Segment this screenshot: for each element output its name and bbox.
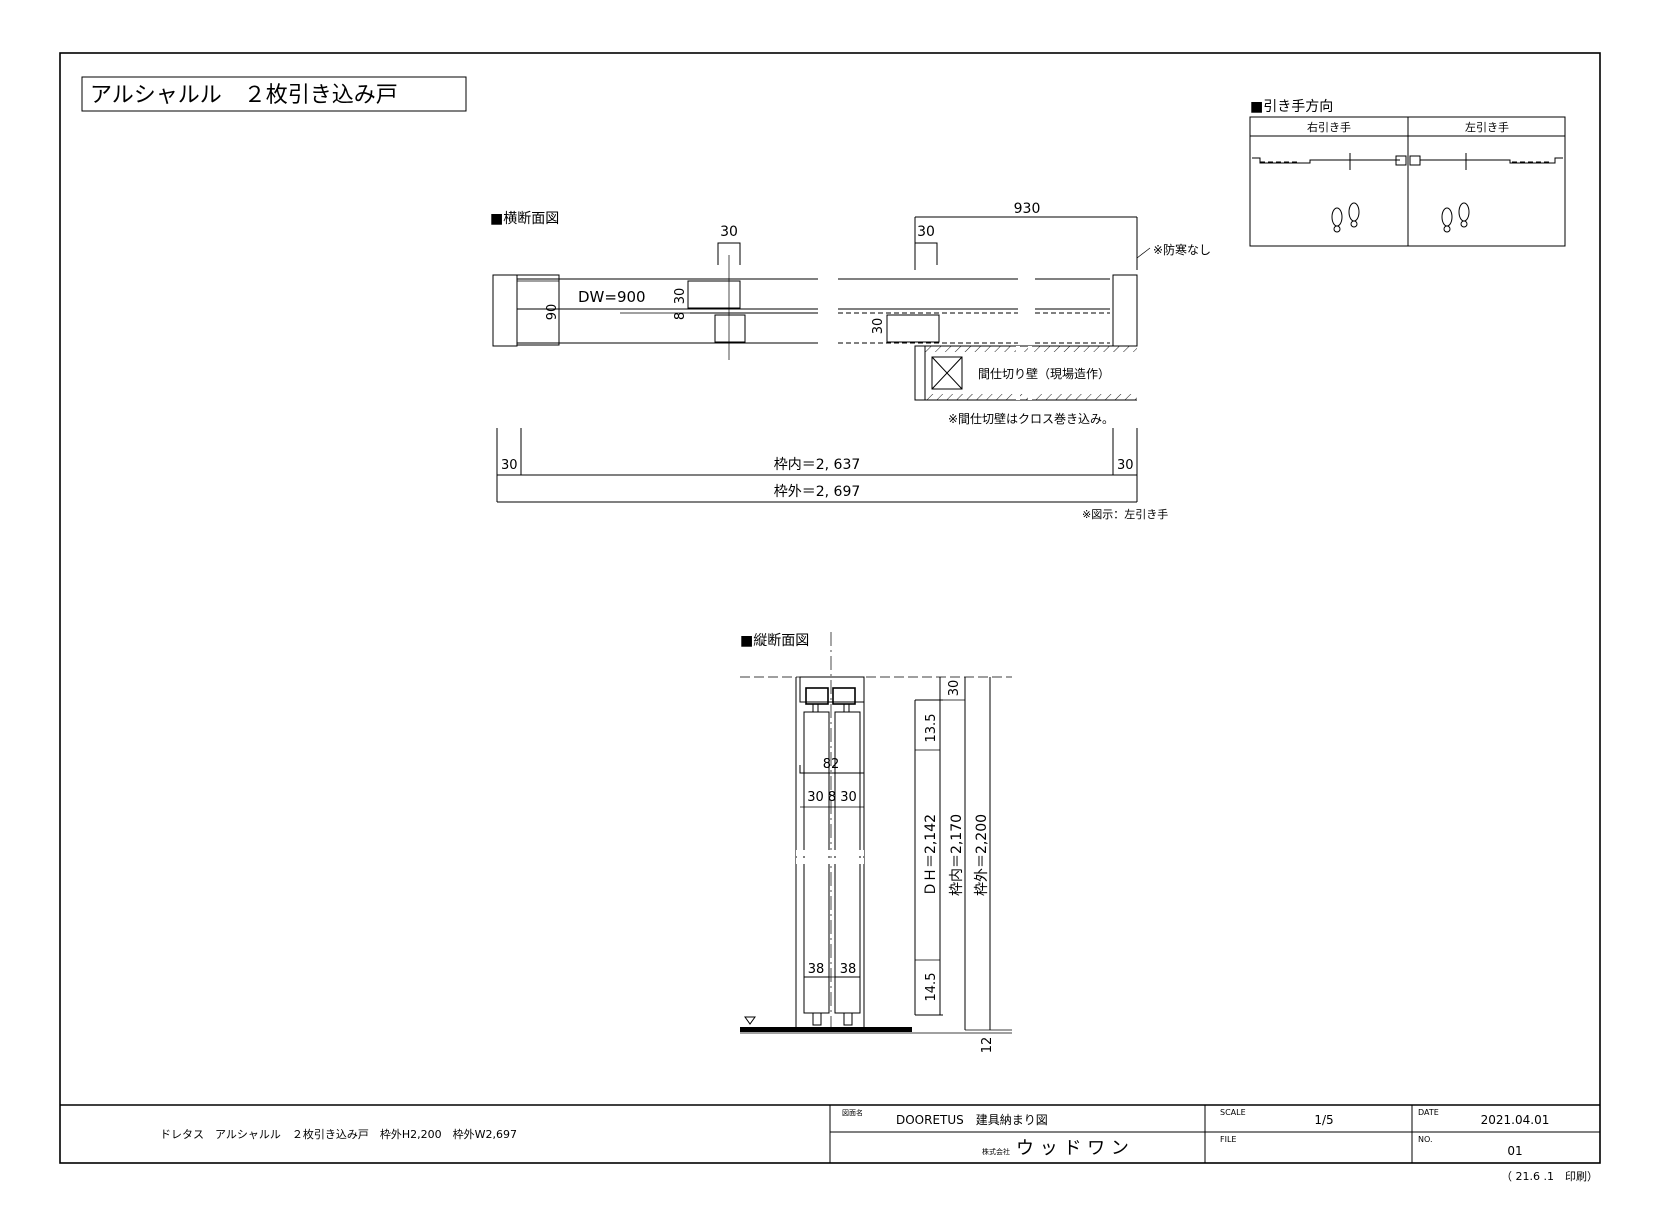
dw-label: DW=900 xyxy=(578,288,646,306)
scale-value: 1/5 xyxy=(1314,1113,1333,1127)
dim-12: 12 xyxy=(980,1037,995,1054)
door-panel-a xyxy=(803,711,830,978)
door-edge-upper xyxy=(687,280,741,309)
partition-label: 間仕切り壁（現場造作） xyxy=(978,366,1110,381)
inner-width-dim: 枠内＝2, 637 xyxy=(774,457,861,473)
handle-direction-panel: ■引き手方向 右引き手 左引き手 xyxy=(1249,99,1566,247)
horizontal-section: ■横断面図 930 30 30 DW xyxy=(490,201,1211,521)
door-edge-lower xyxy=(886,314,940,343)
figure-note: ※図示：左引き手 xyxy=(1082,507,1168,521)
left-handle-door-line xyxy=(1420,157,1563,164)
dim-30-8-30: 30 8 30 xyxy=(807,790,857,805)
partition-note: ※間仕切壁はクロス巻き込み。 xyxy=(948,411,1114,426)
dim-38-b: 38 xyxy=(840,962,857,977)
dh-dim: ＤＨ＝2,142 xyxy=(923,814,939,896)
drawing-name: DOORETUS 建具納まり図 xyxy=(896,1113,1048,1127)
dim-30-door: 30 xyxy=(673,288,688,305)
dim-30-b: 30 xyxy=(917,224,935,240)
dim-8: 8 xyxy=(673,312,688,320)
drawing-name-label: 図面名 xyxy=(842,1108,863,1117)
file-label: FILE xyxy=(1220,1135,1236,1144)
company-name: ウ ッ ド ワ ン xyxy=(1016,1138,1129,1159)
footprints-icon-right xyxy=(1331,202,1360,233)
floor-line xyxy=(740,1027,912,1032)
vertical-section: ■縦断面図 82 30 8 30 38 38 xyxy=(740,632,1012,1053)
handle-direction-heading: ■引き手方向 xyxy=(1250,99,1333,115)
no-value: 01 xyxy=(1507,1144,1522,1158)
outer-width-dim: 枠外＝2, 697 xyxy=(774,484,861,500)
dim-38-a: 38 xyxy=(808,962,825,977)
dim-82: 82 xyxy=(823,757,840,772)
dim-13-5: 13.5 xyxy=(924,714,939,743)
date-label: DATE xyxy=(1418,1108,1439,1117)
left-jamb xyxy=(492,274,518,347)
inner-height-dim: 枠内＝2,170 xyxy=(949,814,965,896)
dim-30-top: 30 xyxy=(947,680,962,697)
dim-90: 90 xyxy=(545,304,560,321)
scale-label: SCALE xyxy=(1220,1108,1246,1117)
dim-930: 930 xyxy=(1014,201,1041,217)
note-weather: ※防寒なし xyxy=(1153,242,1211,257)
outer-height-dim: 枠外＝2,200 xyxy=(974,814,990,896)
dim-30-left: 30 xyxy=(501,458,518,473)
horizontal-section-heading: ■横断面図 xyxy=(490,211,559,227)
vertical-section-heading: ■縦断面図 xyxy=(740,633,809,649)
title-box xyxy=(81,76,467,112)
right-handle-door-line xyxy=(1252,157,1400,164)
dim-30-a: 30 xyxy=(720,224,738,240)
right-handle-label: 右引き手 xyxy=(1307,120,1351,134)
company-prefix: 株式会社 xyxy=(982,1147,1010,1156)
sheet-border xyxy=(59,52,1601,1164)
floor-level-icon xyxy=(744,1016,756,1025)
right-jamb xyxy=(1112,274,1138,347)
dim-30-c: 30 xyxy=(871,318,886,335)
drawing-title: アルシャルル ２枚引き込み戸 xyxy=(90,83,398,108)
left-handle-label: 左引き手 xyxy=(1465,120,1509,134)
title-block: ドレタス アルシャルル ２枚引き込み戸 枠外H2,200 枠外W2,697 図面… xyxy=(60,1104,1600,1163)
footprints-icon-left xyxy=(1441,202,1470,233)
door-panel-b xyxy=(834,711,861,978)
date-value: 2021.04.01 xyxy=(1481,1113,1550,1127)
dim-30-right: 30 xyxy=(1117,458,1134,473)
drawing-description: ドレタス アルシャルル ２枚引き込み戸 枠外H2,200 枠外W2,697 xyxy=(160,1127,517,1141)
no-label: NO. xyxy=(1418,1135,1433,1144)
dim-14-5: 14.5 xyxy=(924,973,939,1002)
print-note: （ 21.6 .1 印刷） xyxy=(1501,1170,1598,1183)
